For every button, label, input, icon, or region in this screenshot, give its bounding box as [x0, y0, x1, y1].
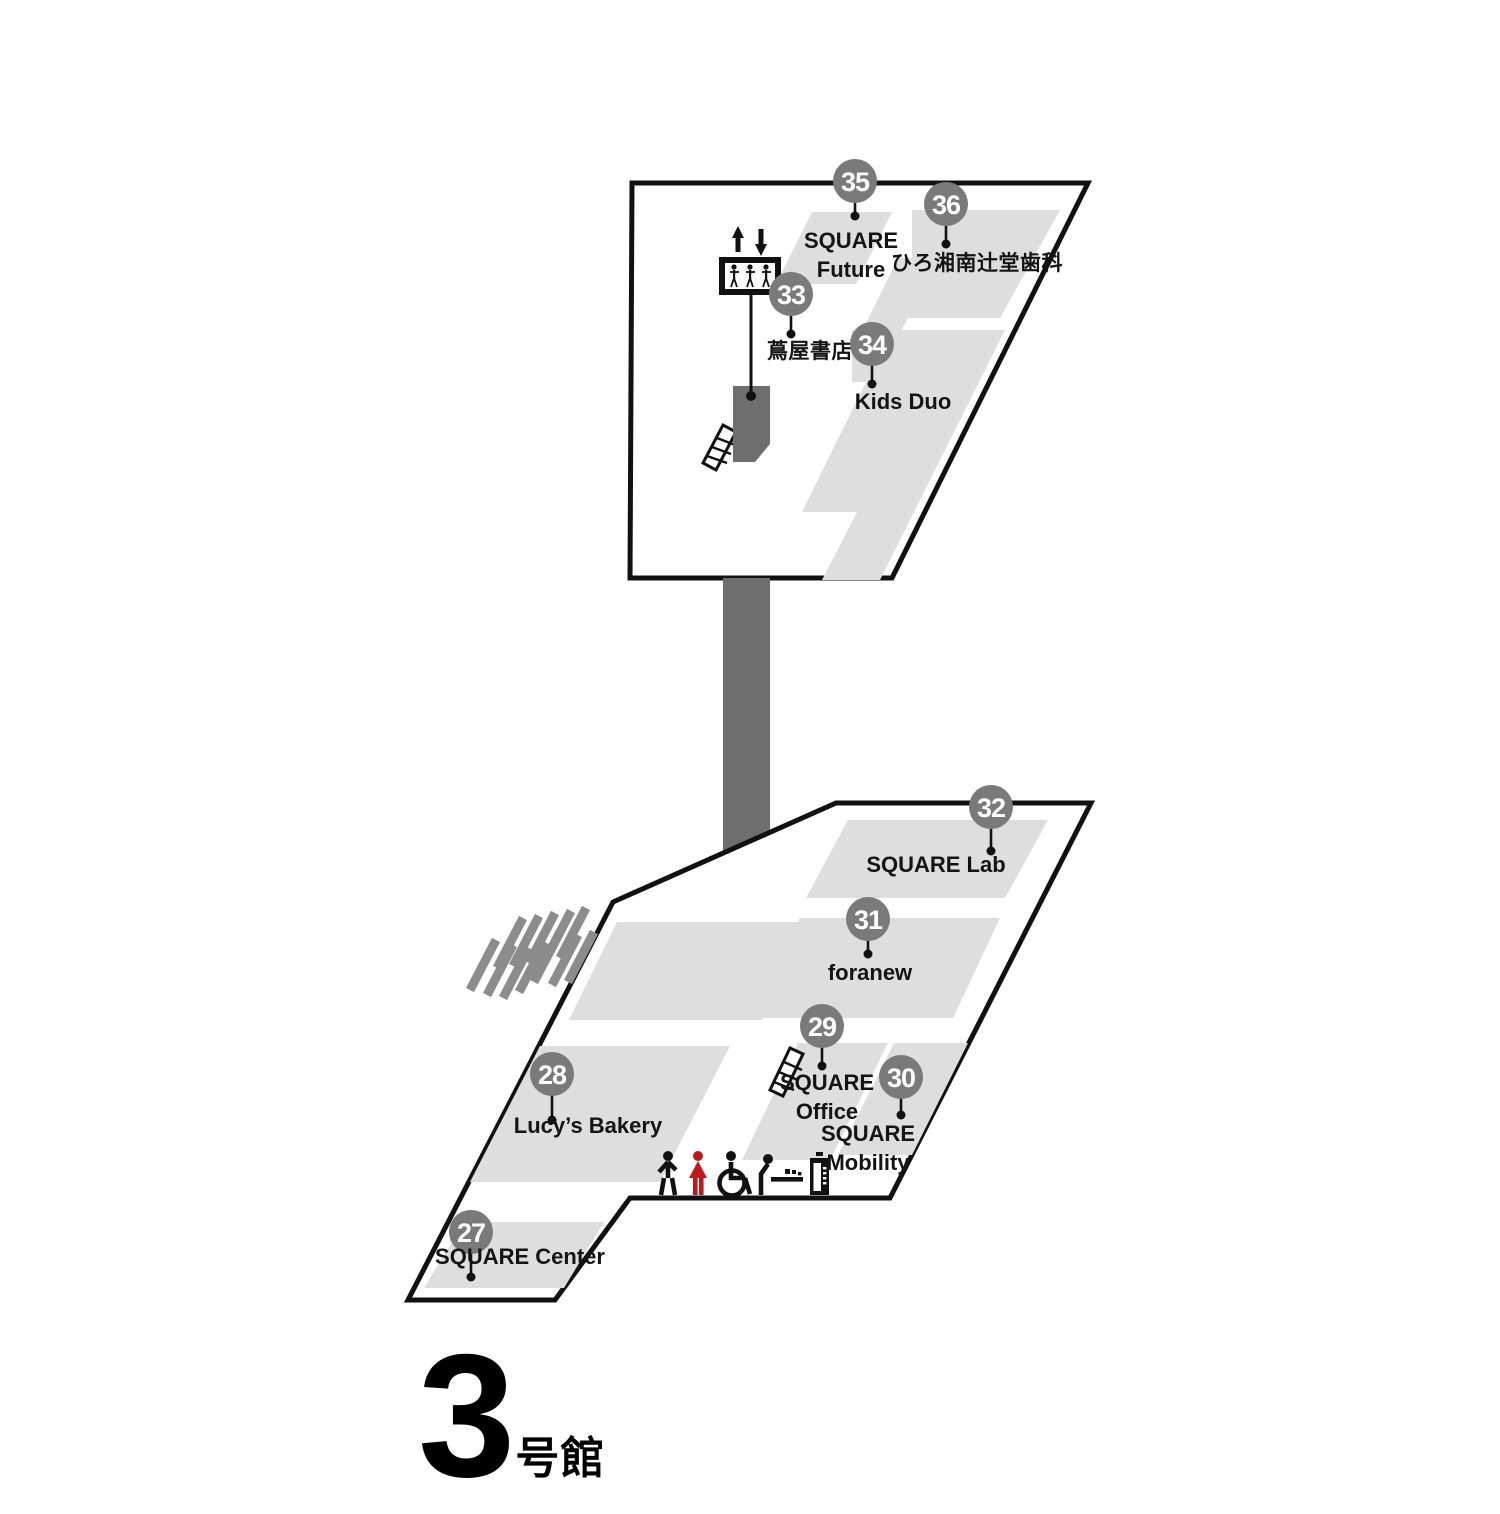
pin-number: 36 — [932, 190, 961, 220]
pin-circle[interactable] — [833, 159, 877, 203]
pin-anchor-dot — [466, 1272, 476, 1282]
upper-service-core — [733, 386, 770, 462]
zone-square-mobility — [838, 1043, 968, 1155]
pin-number: 34 — [858, 330, 887, 360]
building-badge: 3 号館 — [418, 1319, 606, 1514]
pin-number: 35 — [841, 167, 870, 197]
pin-circle[interactable] — [769, 272, 813, 316]
tenant-label: 蔦屋書店 — [767, 339, 853, 363]
tenant-marker-31[interactable]: 31 foranew — [828, 897, 913, 985]
tenant-label: SQUARE Future — [804, 228, 898, 282]
tenant-label-line: foranew — [828, 960, 913, 985]
vending-machine-icon — [810, 1152, 829, 1195]
tenant-label-line: Mobility — [826, 1150, 910, 1175]
pin-anchor-dot — [547, 1115, 557, 1125]
pin-anchor-dot — [896, 1110, 906, 1120]
tenant-label-line: SQUARE Lab — [866, 852, 1005, 877]
elevator-anchor-dot — [746, 391, 756, 401]
pin-anchor-dot — [867, 379, 877, 389]
zone-left-corridor-a — [569, 922, 810, 1020]
pin-anchor-dot — [863, 949, 873, 959]
pin-number: 31 — [854, 905, 883, 935]
pin-circle[interactable] — [846, 897, 890, 941]
pin-anchor-dot — [850, 211, 860, 221]
pin-circle[interactable] — [530, 1052, 574, 1096]
tenant-label: foranew — [828, 960, 913, 985]
tenant-label-line: ひろ湘南辻堂歯科 — [891, 251, 1063, 275]
tenant-label-line: Lucy’s Bakery — [514, 1113, 663, 1138]
tenant-label-line: SQUARE Center — [435, 1244, 605, 1269]
tenant-label: SQUARE Lab — [866, 852, 1005, 877]
tenant-label: Kids Duo — [855, 389, 952, 414]
zone-kids-duo — [802, 330, 1005, 580]
pin-circle[interactable] — [800, 1004, 844, 1048]
pin-anchor-dot — [786, 329, 796, 339]
tenant-label-line: SQUARE — [780, 1070, 874, 1095]
tenant-label: Lucy’s Bakery — [514, 1113, 663, 1138]
pin-circle[interactable] — [449, 1210, 493, 1254]
tenant-label-line: SQUARE — [821, 1121, 915, 1146]
escalator-icon-lower — [767, 1046, 806, 1098]
building-suffix: 号館 — [515, 1433, 606, 1483]
lower-tenant-zones — [424, 820, 1048, 1288]
pin-number: 28 — [538, 1060, 567, 1090]
pin-number: 30 — [887, 1063, 915, 1093]
pin-anchor-dot — [817, 1061, 827, 1071]
upper-tenant-zones — [776, 210, 1060, 580]
baby-changing-table-icon — [758, 1154, 803, 1195]
tenant-label-line: Office — [796, 1099, 858, 1124]
upper-floor-plate — [627, 180, 1093, 581]
pin-circle[interactable] — [924, 182, 968, 226]
pin-number: 32 — [977, 793, 1005, 823]
tenant-label-line: Kids Duo — [855, 389, 952, 414]
tenant-label: SQUARE Office — [780, 1070, 874, 1124]
zone-square-lab — [806, 820, 1048, 898]
pin-anchor-dot — [986, 846, 996, 856]
tenant-label-line: SQUARE — [804, 228, 898, 253]
womens-restroom-icon — [689, 1151, 707, 1195]
tenant-label-line: 蔦屋書店 — [767, 339, 853, 363]
pin-circle[interactable] — [879, 1055, 923, 1099]
tenant-marker-33[interactable]: 33 蔦屋書店 — [767, 272, 853, 363]
tenant-label: ひろ湘南辻堂歯科 — [891, 251, 1063, 275]
tenant-label-line: Future — [817, 257, 885, 282]
hatched-terrace-area — [466, 905, 598, 1001]
pin-circle[interactable] — [850, 322, 894, 366]
tenant-label: SQUARE Mobility — [821, 1121, 915, 1175]
mens-restroom-icon — [657, 1151, 678, 1196]
pin-circle[interactable] — [969, 785, 1013, 829]
pin-anchor-dot — [941, 239, 951, 249]
building-number: 3 — [418, 1319, 515, 1514]
zone-hiro-dental — [852, 210, 1060, 352]
wheelchair-accessible-icon — [717, 1151, 753, 1198]
amenity-icon-row — [657, 1151, 829, 1198]
tenant-label: SQUARE Center — [435, 1244, 605, 1269]
pin-number: 29 — [808, 1012, 837, 1042]
zone-foranew — [753, 918, 1000, 1018]
zone-square-future — [776, 212, 892, 284]
pin-number: 33 — [777, 280, 806, 310]
tenant-marker-36[interactable]: 36 ひろ湘南辻堂歯科 — [891, 182, 1063, 275]
zone-square-office — [742, 1043, 888, 1160]
elevator-icon — [719, 226, 781, 295]
pin-number: 27 — [457, 1218, 485, 1248]
lower-floor-plate — [403, 800, 1096, 1303]
